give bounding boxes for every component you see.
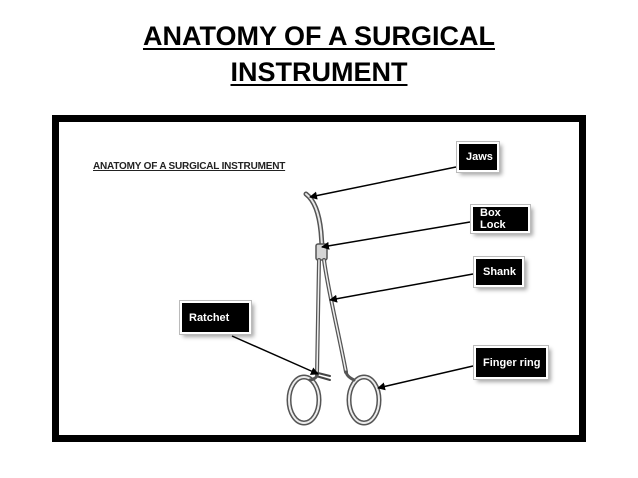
hemostat-instrument xyxy=(286,191,382,426)
box-lock-arrow xyxy=(321,221,471,250)
label-jaws-text: Jaws xyxy=(466,151,493,163)
label-ratchet-text: Ratchet xyxy=(189,311,230,324)
slide-title-line-2: INSTRUMENT xyxy=(230,57,408,87)
shank-arrow xyxy=(329,273,474,303)
label-finger-ring-text: Finger ring xyxy=(483,356,541,369)
label-shank-text: Shank xyxy=(483,266,517,278)
label-box-lock: Box Lock xyxy=(470,204,531,234)
ratchet-arrow xyxy=(231,335,319,375)
label-jaws: Jaws xyxy=(456,141,500,173)
label-shank: Shank xyxy=(473,256,525,288)
figure-heading: ANATOMY OF A SURGICAL INSTRUMENT xyxy=(93,161,286,172)
finger-ring-arrow xyxy=(377,365,474,391)
label-ratchet: Ratchet xyxy=(179,300,252,335)
label-finger-ring: Finger ring xyxy=(473,345,549,380)
slide-title-line-1: ANATOMY OF A SURGICAL xyxy=(142,21,495,51)
label-box-lock-text: Box Lock xyxy=(480,207,506,231)
slide-title: ANATOMY OF A SURGICAL INSTRUMENT xyxy=(0,18,638,90)
jaws-arrow xyxy=(309,166,457,200)
leader-arrows xyxy=(231,166,474,391)
